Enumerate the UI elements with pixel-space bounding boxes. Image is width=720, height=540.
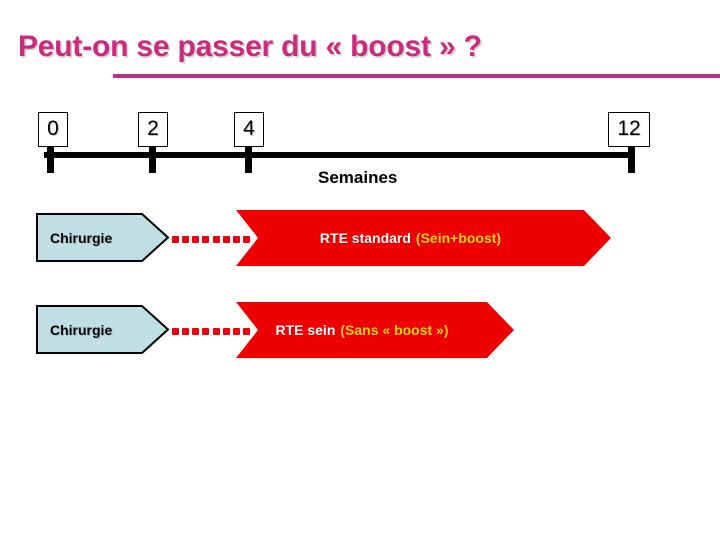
connector-dot bbox=[202, 327, 210, 335]
connector-dot bbox=[242, 235, 250, 243]
treatment-arrow-shape: RTE sein (Sans « boost ») bbox=[236, 302, 514, 358]
dotted-connector bbox=[172, 327, 250, 335]
connector-dot bbox=[182, 327, 190, 335]
connector-dot bbox=[232, 327, 240, 335]
timeline-tick-4 bbox=[245, 141, 252, 173]
timeline-label-0: 0 bbox=[38, 112, 68, 147]
timeline-tick-0 bbox=[47, 141, 54, 173]
connector-dot bbox=[232, 235, 240, 243]
connector-dot bbox=[202, 235, 210, 243]
title-underline-rule bbox=[113, 74, 720, 78]
connector-dot bbox=[212, 327, 220, 335]
timeline-axis-label: Semaines bbox=[318, 168, 398, 187]
connector-dot bbox=[172, 327, 179, 335]
timeline-label-2: 2 bbox=[138, 112, 168, 147]
connector-dot bbox=[222, 235, 230, 243]
timeline-axis-line bbox=[44, 152, 633, 158]
surgery-arrow-shape: Chirurgie bbox=[36, 305, 169, 354]
timeline-tick-12 bbox=[628, 141, 635, 173]
connector-dot bbox=[182, 235, 190, 243]
surgery-arrow-shape: Chirurgie bbox=[36, 213, 169, 262]
connector-dot bbox=[172, 235, 179, 243]
treatment-arrow-shape: RTE standard (Sein+boost) bbox=[236, 210, 611, 266]
timeline-label-4: 4 bbox=[234, 112, 264, 147]
connector-dot bbox=[222, 327, 230, 335]
dotted-connector bbox=[172, 235, 250, 243]
timeline-label-12: 12 bbox=[608, 112, 650, 147]
connector-dot bbox=[192, 235, 200, 243]
connector-dot bbox=[242, 327, 250, 335]
connector-dot bbox=[212, 235, 220, 243]
timeline-tick-2 bbox=[149, 141, 156, 173]
connector-dot bbox=[192, 327, 200, 335]
page-title: Peut-on se passer du « boost » ? bbox=[18, 30, 482, 63]
